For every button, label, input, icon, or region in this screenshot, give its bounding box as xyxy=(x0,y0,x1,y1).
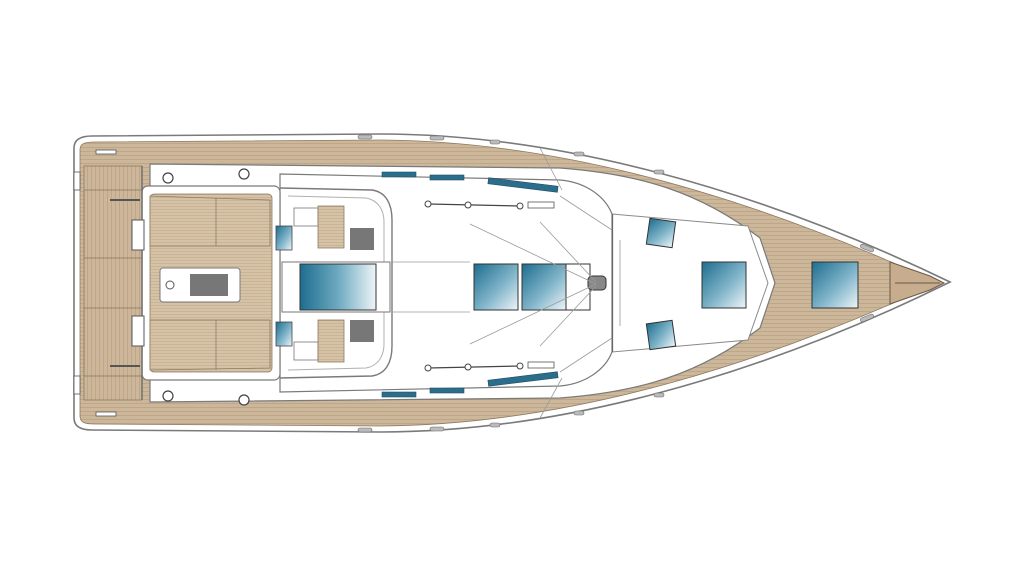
helm-seat-icon xyxy=(149,195,271,247)
winch-icon xyxy=(162,168,250,406)
deck-hatch-icon xyxy=(299,263,377,311)
mast-step-icon xyxy=(587,275,607,291)
